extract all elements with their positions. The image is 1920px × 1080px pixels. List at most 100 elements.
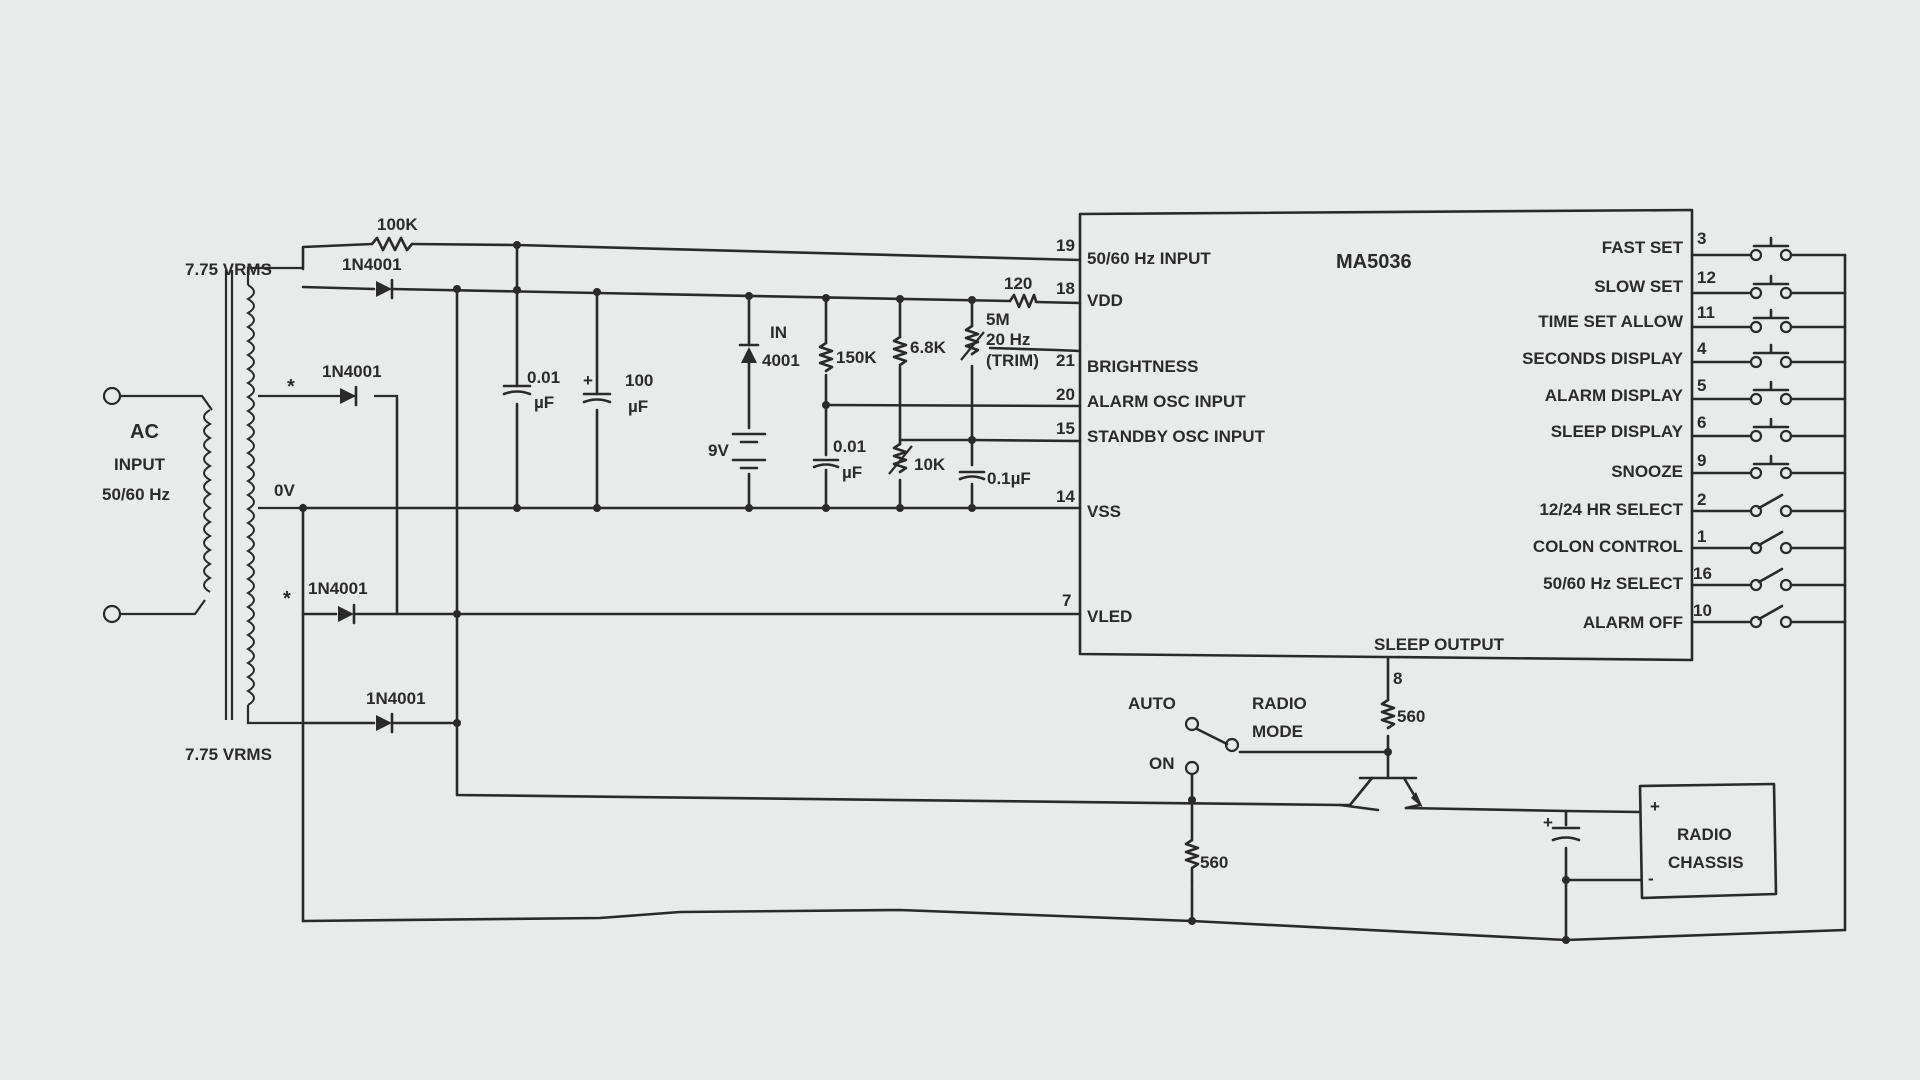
ic-name: MA5036 <box>1336 251 1412 273</box>
capacitor-001-unit: µF <box>534 393 554 412</box>
trimmer-5m: 5M 20 Hz (TRIM) <box>960 310 1039 370</box>
pin-11-number: 11 <box>1697 303 1715 322</box>
diode-d4: 1N4001 <box>366 689 426 734</box>
pin-6-label: SLEEP DISPLAY <box>1551 422 1684 441</box>
capacitor-100uf-unit: µF <box>628 397 648 416</box>
trimmer-freq-label: 20 Hz <box>986 330 1030 349</box>
trimmer-5m-label: 5M <box>986 310 1010 329</box>
switch-on-contact[interactable] <box>1184 760 1200 776</box>
bottom-voltage-label: 7.75 VRMS <box>185 745 272 764</box>
pin-16-number: 16 <box>1693 564 1712 583</box>
radio-mode-switch[interactable]: AUTO ON RADIO MODE <box>1128 694 1307 776</box>
pin-7-number: 7 <box>1062 591 1071 610</box>
pin-21-number: 21 <box>1056 351 1075 370</box>
sleep-output-label: SLEEP OUTPUT <box>1374 635 1505 654</box>
resistor-120-label: 120 <box>1004 274 1032 293</box>
resistor-560-on: 560 <box>1184 838 1228 882</box>
radio-mode-label-1: RADIO <box>1252 694 1307 713</box>
ic-right-pins: FAST SET 3 SLOW SET 12 TIME SET ALLOW 11… <box>1374 229 1716 688</box>
switch-common-contact[interactable] <box>1224 737 1240 753</box>
battery-9v: 9V <box>708 432 767 470</box>
pin-8-number: 8 <box>1393 669 1402 688</box>
pin-10-label: ALARM OFF <box>1583 613 1683 632</box>
ac-input-terminal-top <box>102 386 122 406</box>
radio-chassis-label-1: RADIO <box>1677 825 1732 844</box>
switch-pin-9[interactable] <box>1690 454 1847 480</box>
switch-pin-4[interactable] <box>1690 343 1847 369</box>
diode-d2: 1N4001 <box>322 362 382 407</box>
pin-19-number: 19 <box>1056 236 1075 255</box>
switch-on-label: ON <box>1149 754 1175 773</box>
pin-5-number: 5 <box>1697 376 1706 395</box>
diode-d3: 1N4001 <box>308 579 368 625</box>
pin-4-label: SECONDS DISPLAY <box>1522 349 1684 368</box>
pin-12-number: 12 <box>1697 268 1716 287</box>
capacitor-001b: 0.01 µF <box>812 437 866 482</box>
pin-12-label: SLOW SET <box>1594 277 1683 296</box>
switch-pin-5[interactable] <box>1690 380 1847 406</box>
switch-pin-11[interactable] <box>1690 308 1847 334</box>
pin-20-label: ALARM OSC INPUT <box>1087 392 1246 411</box>
capacitor-100uf: + 100 µF <box>582 371 653 416</box>
switch-pin-1[interactable] <box>1690 530 1847 555</box>
pin-6-number: 6 <box>1697 413 1706 432</box>
pin-11-label: TIME SET ALLOW <box>1538 312 1684 331</box>
resistor-560-sleep-label: 560 <box>1397 707 1425 726</box>
pin-2-label: 12/24 HR SELECT <box>1539 500 1683 519</box>
switch-pin-2[interactable] <box>1690 493 1847 518</box>
ic-left-pins: 19 50/60 Hz INPUT 18 VDD 21 BRIGHTNESS 2… <box>1056 236 1266 626</box>
pin-20-number: 20 <box>1056 385 1075 404</box>
resistor-68k-label: 6.8K <box>910 338 947 357</box>
transistor <box>1338 776 1423 810</box>
diode-in4001-vertical: IN 4001 <box>738 323 800 370</box>
diode-d4-label: 1N4001 <box>366 689 426 708</box>
pin-19-label: 50/60 Hz INPUT <box>1087 249 1211 268</box>
junction-dots <box>299 241 1570 944</box>
switch-auto-contact[interactable] <box>1184 716 1200 732</box>
ic-ma5036: MA5036 <box>1078 208 1694 662</box>
center-tap-label: 0V <box>274 481 295 500</box>
capacitor-001b-unit: µF <box>842 463 862 482</box>
capacitor-100uf-label: 100 <box>625 371 653 390</box>
wires <box>301 242 1847 942</box>
diode-d1-label: 1N4001 <box>342 255 402 274</box>
switch-pin-6[interactable] <box>1690 417 1847 443</box>
capacitor-01uf-label: 0.1µF <box>987 469 1031 488</box>
trimmer-trim-label: (TRIM) <box>986 351 1039 370</box>
radio-chassis: + - RADIO CHASSIS <box>1638 782 1778 900</box>
pin-1-label: COLON CONTROL <box>1533 537 1683 556</box>
diode-d2-label: 1N4001 <box>322 362 382 381</box>
pin-15-number: 15 <box>1056 419 1075 438</box>
capacitor-001: 0.01 µF <box>502 368 560 412</box>
ac-input-label: AC <box>130 421 159 443</box>
switch-pin-10[interactable] <box>1690 604 1847 629</box>
resistor-150k: 150K <box>818 341 877 373</box>
resistor-100k: 100K <box>370 215 418 252</box>
switch-auto-label: AUTO <box>1128 694 1176 713</box>
pin-5-label: ALARM DISPLAY <box>1545 386 1684 405</box>
pin-9-number: 9 <box>1697 451 1706 470</box>
capacitor-100uf-plus: + <box>583 371 593 390</box>
pin-14-number: 14 <box>1056 487 1075 506</box>
resistor-560-sleep: 560 <box>1380 698 1425 730</box>
radio-chassis-minus: - <box>1648 869 1654 888</box>
pin-2-number: 2 <box>1697 490 1706 509</box>
switch-pin-16[interactable] <box>1690 567 1847 592</box>
pin-9-label: SNOOZE <box>1611 462 1683 481</box>
pin-21-label: BRIGHTNESS <box>1087 357 1198 376</box>
potentiometer-10k: 10K <box>888 442 946 475</box>
ac-input-frequency: 50/60 Hz <box>102 485 170 504</box>
pin-7-label: VLED <box>1087 607 1132 626</box>
diode-d1: 1N4001 <box>342 255 402 300</box>
switch-pin-12[interactable] <box>1690 274 1847 300</box>
capacitor-001-label: 0.01 <box>527 368 560 387</box>
radio-chassis-plus: + <box>1650 797 1660 816</box>
resistor-100k-label: 100K <box>377 215 418 234</box>
pin-3-number: 3 <box>1697 229 1706 248</box>
top-voltage-label: 7.75 VRMS <box>185 260 272 279</box>
radio-capacitor-plus: + <box>1543 813 1553 832</box>
capacitor-01uf: 0.1µF <box>958 469 1031 488</box>
switch-pin-3[interactable] <box>1690 236 1847 262</box>
